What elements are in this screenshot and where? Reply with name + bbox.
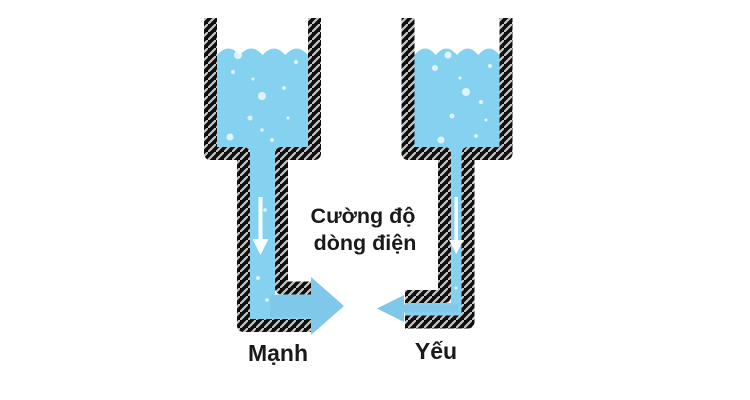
- strong-vessel-wall-right: [275, 18, 321, 295]
- strong-vessel-group: [204, 18, 344, 335]
- weak-down-flow-arrow-icon: [449, 197, 464, 254]
- weak-current-left-arrow-icon: [377, 295, 458, 322]
- strong-vessel-water: [217, 48, 311, 319]
- weak-vessel-wall-left: [401, 18, 451, 303]
- weak-vessel-wall-right: [405, 18, 513, 329]
- weak-label: Yếu: [415, 338, 457, 364]
- strong-vessel-wall-left: [204, 18, 311, 332]
- center-caption-line1: Cường độ: [311, 204, 416, 228]
- strong-down-flow-arrow-icon: [252, 197, 269, 255]
- weak-vessel-water: [405, 48, 500, 316]
- center-caption-line2: dòng điện: [314, 231, 417, 255]
- strong-current-right-arrow-icon: [270, 277, 344, 335]
- weak-vessel-group: [377, 18, 513, 329]
- strong-label: Mạnh: [248, 340, 308, 366]
